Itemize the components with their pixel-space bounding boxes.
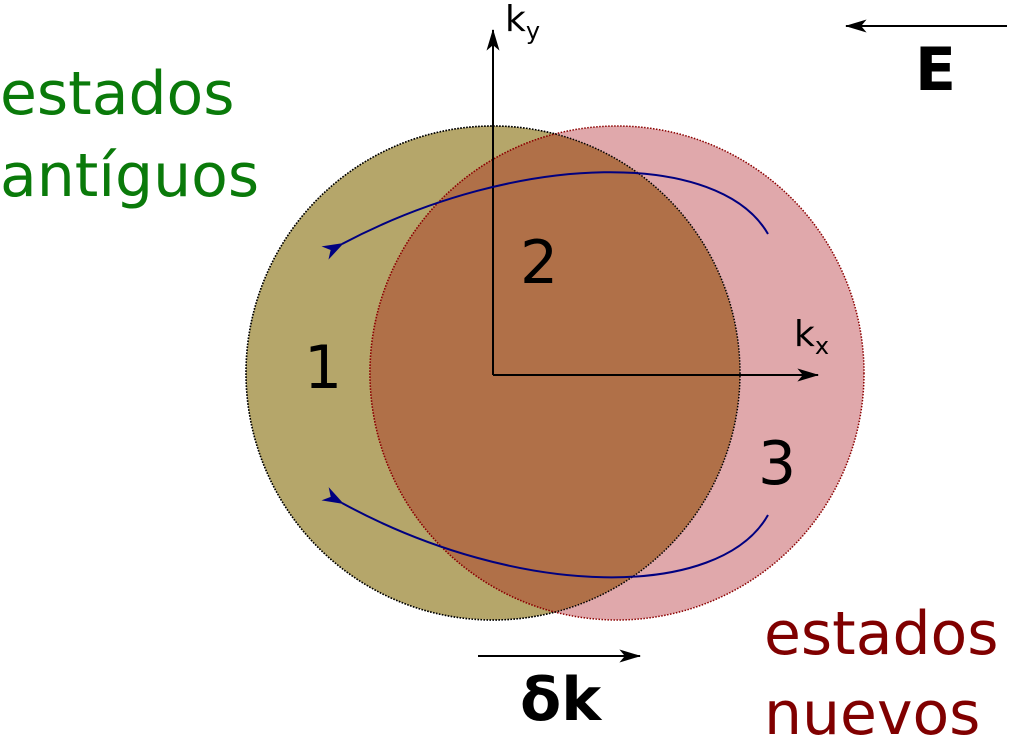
ky-axis-label-sub: y [526,17,540,45]
region-3-label: 3 [758,429,796,499]
new-states-label-line1: estados [764,599,999,669]
old-states-label-line2: antíguos [0,141,259,211]
region-1-label: 1 [304,333,342,403]
kx-axis-label-base: k [794,314,815,355]
old-states-label-line1: estados [0,59,235,129]
lower-flow-arrow [321,487,769,579]
region-2-label: 2 [520,228,558,298]
kx-axis-label-sub: x [815,332,829,360]
field-label: E [915,35,956,105]
kx-axis-label: kx [794,314,829,360]
upper-flow-arrow [321,171,769,260]
new-states-label-line2: nuevos [764,679,980,738]
ky-axis-label: ky [505,0,540,45]
shift-label: δk [520,665,603,735]
old-circle-outline [245,125,741,621]
ky-axis-label-base: k [505,0,526,40]
